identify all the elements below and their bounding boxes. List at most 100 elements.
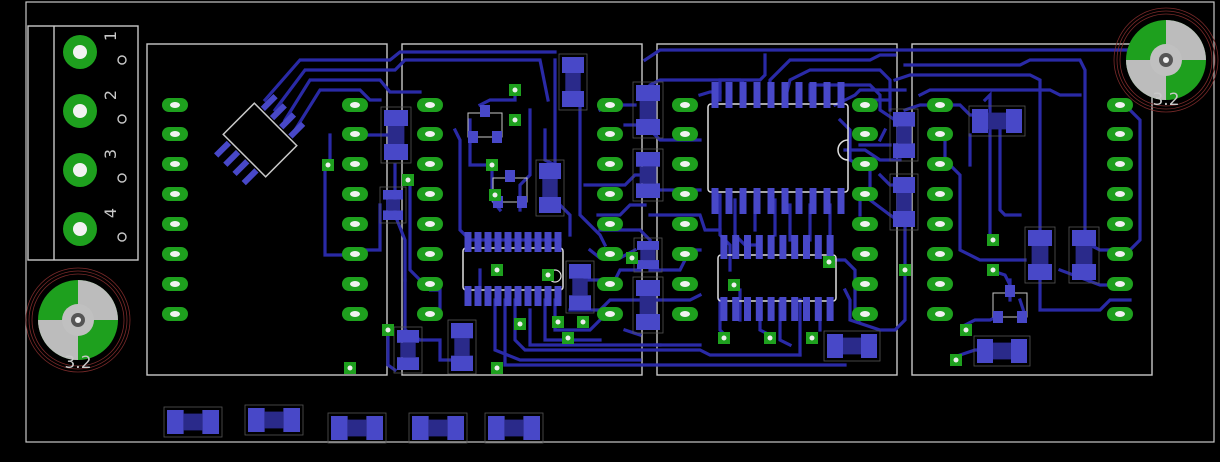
via-icon: [728, 279, 740, 291]
via-icon: [899, 264, 911, 276]
header-pin: [927, 217, 953, 231]
smd-pad-icon: [823, 330, 881, 362]
header-pin: [1107, 307, 1133, 321]
header-pin: [927, 277, 953, 291]
header-pin: [597, 217, 623, 231]
ic-footprint: [707, 82, 849, 214]
header-pin: [672, 187, 698, 201]
header-pin: [342, 187, 368, 201]
header-pin: [342, 277, 368, 291]
header-pin: [162, 127, 188, 141]
module-outlines: [146, 43, 1153, 376]
smd-pad-icon: [327, 412, 387, 444]
header-pin: [1107, 157, 1133, 171]
smd-pad-icon: [889, 108, 919, 162]
header-pin: [162, 187, 188, 201]
header-pin: [927, 187, 953, 201]
smd-pad-icon: [163, 406, 223, 438]
via-icon: [491, 362, 503, 374]
header-pin: [852, 307, 878, 321]
via-icon: [626, 252, 638, 264]
header-pin: [417, 217, 443, 231]
header-pin: [597, 277, 623, 291]
header-pin: [672, 277, 698, 291]
header-pin: [852, 187, 878, 201]
ic-footprint-rotated: [214, 94, 306, 186]
transistor-footprint: [467, 105, 503, 143]
header-pin: [417, 157, 443, 171]
via-icon: [542, 269, 554, 281]
header-pin: [927, 307, 953, 321]
via-icon: [344, 362, 356, 374]
board-outline: [25, 1, 1215, 443]
mount-hole-label-bottom: 3.2: [64, 353, 91, 373]
terminal-pin-label: 4: [101, 208, 120, 218]
header-pin: [162, 98, 188, 112]
header-pin: [672, 217, 698, 231]
via-icon: [960, 324, 972, 336]
header-pin: [852, 247, 878, 261]
header-pin: [852, 127, 878, 141]
smd-pad-icon: [558, 53, 588, 111]
ic-footprint: [462, 232, 564, 306]
header-pin: [597, 307, 623, 321]
smd-pad-icon: [380, 106, 412, 164]
header-pin: [162, 217, 188, 231]
header-pin: [417, 247, 443, 261]
smd-pad-icon: [447, 319, 477, 375]
mounting-hole-icon: [25, 267, 131, 373]
header-pin: [342, 307, 368, 321]
header-pin: [1107, 127, 1133, 141]
header-pin: [852, 157, 878, 171]
smd-pad-icon: [1024, 226, 1056, 284]
terminal-pad: [63, 153, 127, 187]
terminal-pad: [63, 35, 127, 69]
terminal-pin-label: 1: [101, 31, 120, 41]
via-icon: [489, 189, 501, 201]
header-pin: [162, 307, 188, 321]
transistor-footprint: [992, 285, 1028, 323]
smd-pad-icon: [968, 105, 1026, 137]
smd-pad-icon: [244, 404, 304, 436]
pad-layer: [63, 35, 1133, 444]
header-pin: [417, 127, 443, 141]
via-icon: [987, 264, 999, 276]
mount-holes: [25, 7, 1219, 373]
terminal-pad: [63, 94, 127, 128]
smd-pad-icon: [408, 412, 468, 444]
smd-pad-icon: [379, 186, 407, 224]
header-pin: [1107, 217, 1133, 231]
header-pin: [342, 127, 368, 141]
header-pin: [672, 307, 698, 321]
via-icon: [402, 174, 414, 186]
header-pin: [597, 127, 623, 141]
header-pin: [927, 247, 953, 261]
screw-terminal-icon: [27, 25, 139, 261]
header-pin: [852, 98, 878, 112]
via-icon: [322, 159, 334, 171]
via-icon: [486, 159, 498, 171]
mounting-hole-icon: [1113, 7, 1219, 113]
header-pin: [162, 157, 188, 171]
via-icon: [764, 332, 776, 344]
terminal-pad: [63, 212, 127, 246]
header-pin: [1107, 98, 1133, 112]
header-pin: [672, 98, 698, 112]
header-pin: [417, 277, 443, 291]
header-pin: [342, 247, 368, 261]
via-icon: [491, 264, 503, 276]
header-pin: [417, 187, 443, 201]
header-pin: [342, 217, 368, 231]
via-icon: [950, 354, 962, 366]
header-pin: [417, 307, 443, 321]
smd-pad-icon: [632, 276, 664, 334]
header-pin: [927, 157, 953, 171]
header-pin: [342, 98, 368, 112]
header-pin: [597, 98, 623, 112]
via-icon: [509, 114, 521, 126]
via-icon: [562, 332, 574, 344]
module-outline-2: [401, 43, 643, 376]
header-pin: [1107, 247, 1133, 261]
